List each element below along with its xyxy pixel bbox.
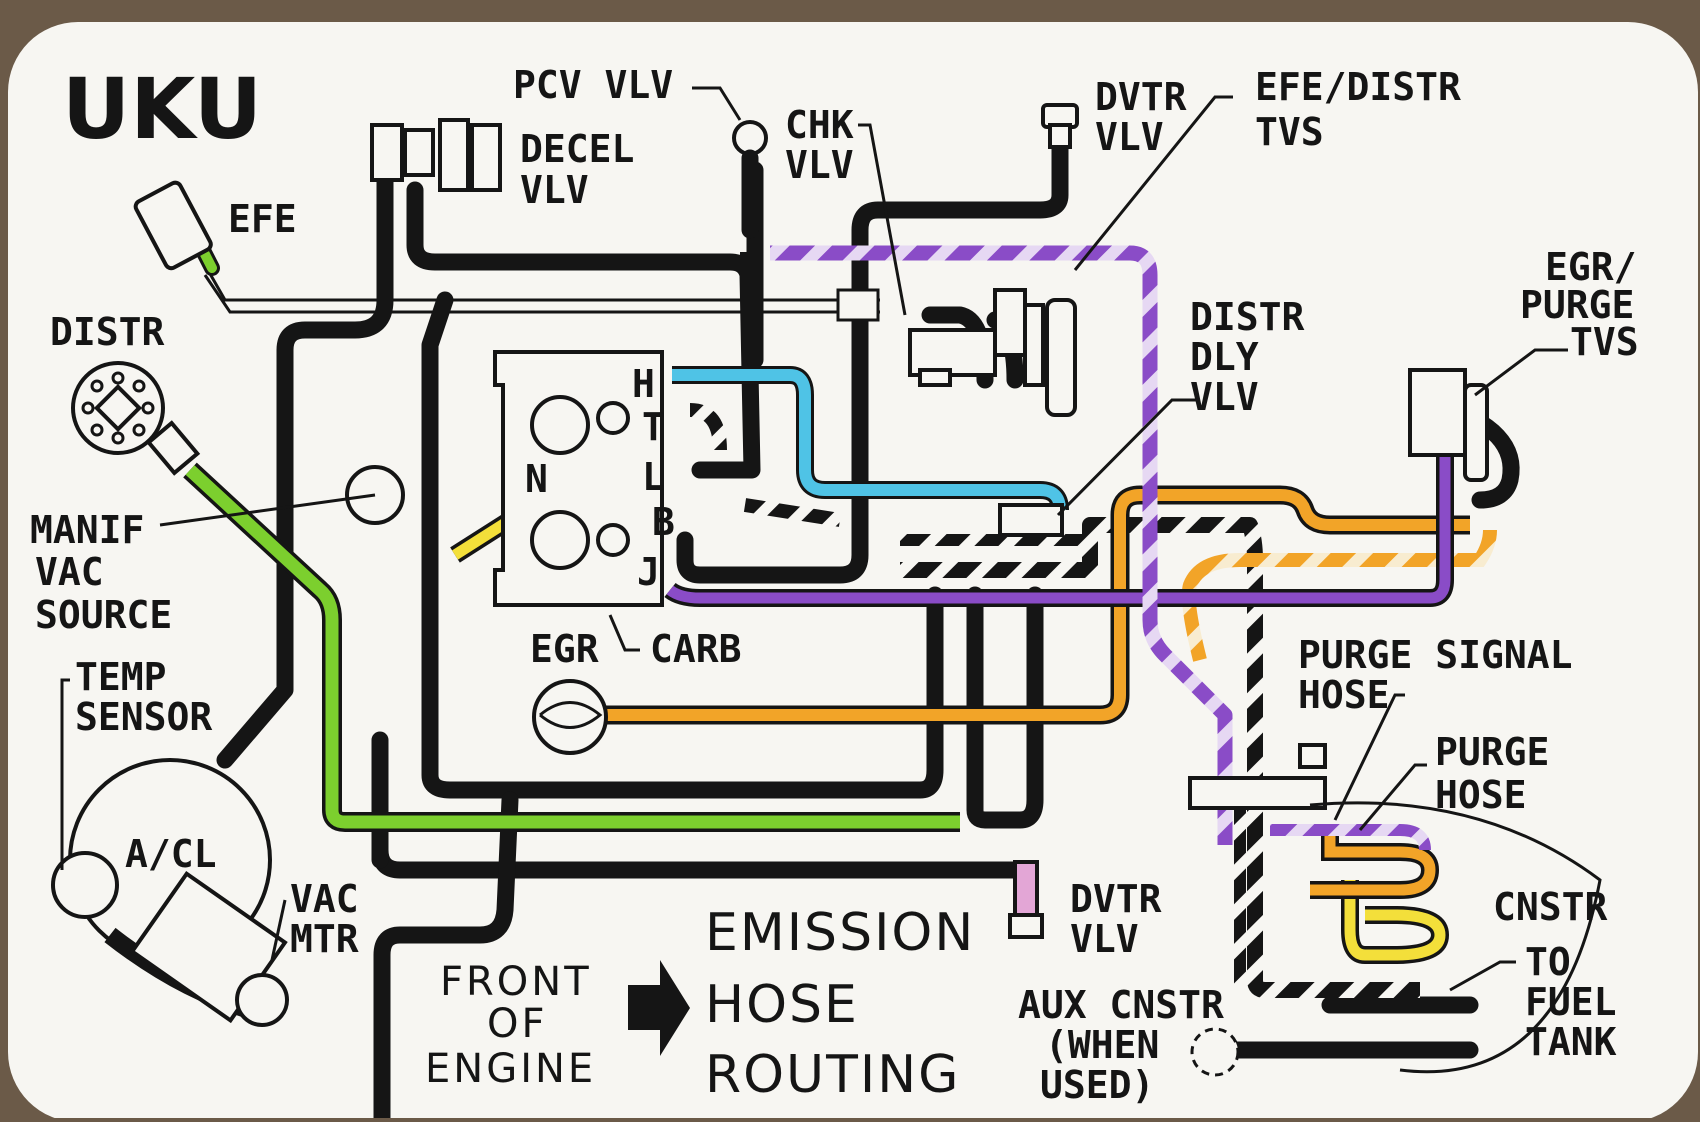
label-dvtr-bottom: DVTR [1070,877,1162,921]
aux-canister [1190,1027,1240,1077]
label-efe-distr: EFE/DISTR [1255,65,1461,109]
heading-routing: ROUTING [705,1045,960,1105]
label-fuel: FUEL [1525,980,1617,1024]
decel-valve [370,118,502,192]
label-chk: CHK [785,103,854,147]
yellow-hoses [450,512,1450,964]
air-cleaner [51,758,289,1027]
blue-hose [672,366,1069,511]
label-aux-when: (WHEN [1045,1023,1159,1067]
front-arrow-icon [628,960,690,1056]
label-tank: TANK [1525,1020,1617,1064]
efe-component [133,180,213,271]
label-egr-purge-tvs: TVS [1570,320,1639,364]
label-pcv-vlv: PCV VLV [513,63,673,107]
pcv-valve [732,120,768,265]
label-distr-dly-2: DLY [1190,335,1259,379]
label-manif: MANIF [30,508,144,552]
charcoal-canister [1188,743,1602,1074]
label-purge-signal-hose: HOSE [1298,673,1390,717]
label-distr-dly-vlv: VLV [1190,375,1259,419]
label-chk-vlv: VLV [785,143,854,187]
egr-valve [532,679,608,755]
label-a-cl: A/CL [125,832,217,876]
heading-emission: EMISSION [705,903,975,963]
label-decel: DECEL [520,127,634,171]
label-to: TO [1525,940,1571,984]
carb-port-h: H [632,362,655,406]
striped-purple-hose-2 [1270,824,1431,851]
label-efe-distr-tvs: TVS [1255,110,1324,154]
center-valve-block [908,288,1045,387]
title: UKU [62,60,262,158]
front-of-engine-line-2: OF [487,1001,548,1047]
orange-hoses [590,485,1470,899]
efe-line [203,264,880,322]
front-of-engine-line-3: ENGINE [425,1046,596,1092]
label-manif-vac-source: SOURCE [35,593,172,637]
label-temp-sensor: SENSOR [75,695,212,739]
label-distr: DISTR [50,310,165,354]
label-carb: CARB [650,627,742,671]
carb-port-t: T [642,405,665,449]
label-egr-valve: EGR [530,627,599,671]
label-cnstr: CNSTR [1493,885,1608,929]
dvtr-valve-bottom [1008,860,1044,939]
front-of-engine-line-1: FRONT [440,959,592,1005]
label-egr-purge: PURGE [1520,283,1634,327]
egr-purge-tvs [1408,368,1489,482]
label-purge-hose: HOSE [1435,773,1527,817]
label-aux-cnstr: AUX CNSTR [1018,983,1224,1027]
distributor [71,361,201,476]
dvtr-valve-top [1041,103,1079,149]
label-dvtr-top: DVTR [1095,75,1187,119]
efe-distr-tvs [1045,298,1077,417]
label-decel-vlv: VLV [520,168,589,212]
leader-lines [60,86,1568,992]
label-dvtr-bottom-vlv: VLV [1070,917,1139,961]
carb-port-l: L [642,455,665,499]
purple-hoses [664,440,1454,607]
carb-port-n: N [525,457,548,501]
label-vac-mtr: MTR [290,917,359,961]
label-vac: VAC [290,877,359,921]
label-temp: TEMP [75,655,167,699]
striped-black-hose-4 [689,403,727,451]
heading-hose: HOSE [705,975,859,1035]
striped-orange-hose [1181,529,1497,662]
label-purge-signal: PURGE SIGNAL [1298,633,1573,677]
carb-port-j: J [637,550,660,594]
label-efe: EFE [228,197,297,241]
label-aux-used: USED) [1040,1063,1154,1107]
carb-port-b: B [652,500,675,544]
carburetor [493,350,664,607]
label-egr: EGR/ [1545,245,1637,289]
label-distr-dly: DISTR [1190,295,1305,339]
label-purge: PURGE [1435,730,1549,774]
distr-dly-valve [998,503,1064,537]
striped-black-hose-2 [900,534,1246,985]
striped-purple-hose [770,245,1233,845]
label-manif-vac: VAC [35,550,104,594]
striped-black-hose-3 [743,498,842,527]
label-dvtr-top-vlv: VLV [1095,115,1164,159]
